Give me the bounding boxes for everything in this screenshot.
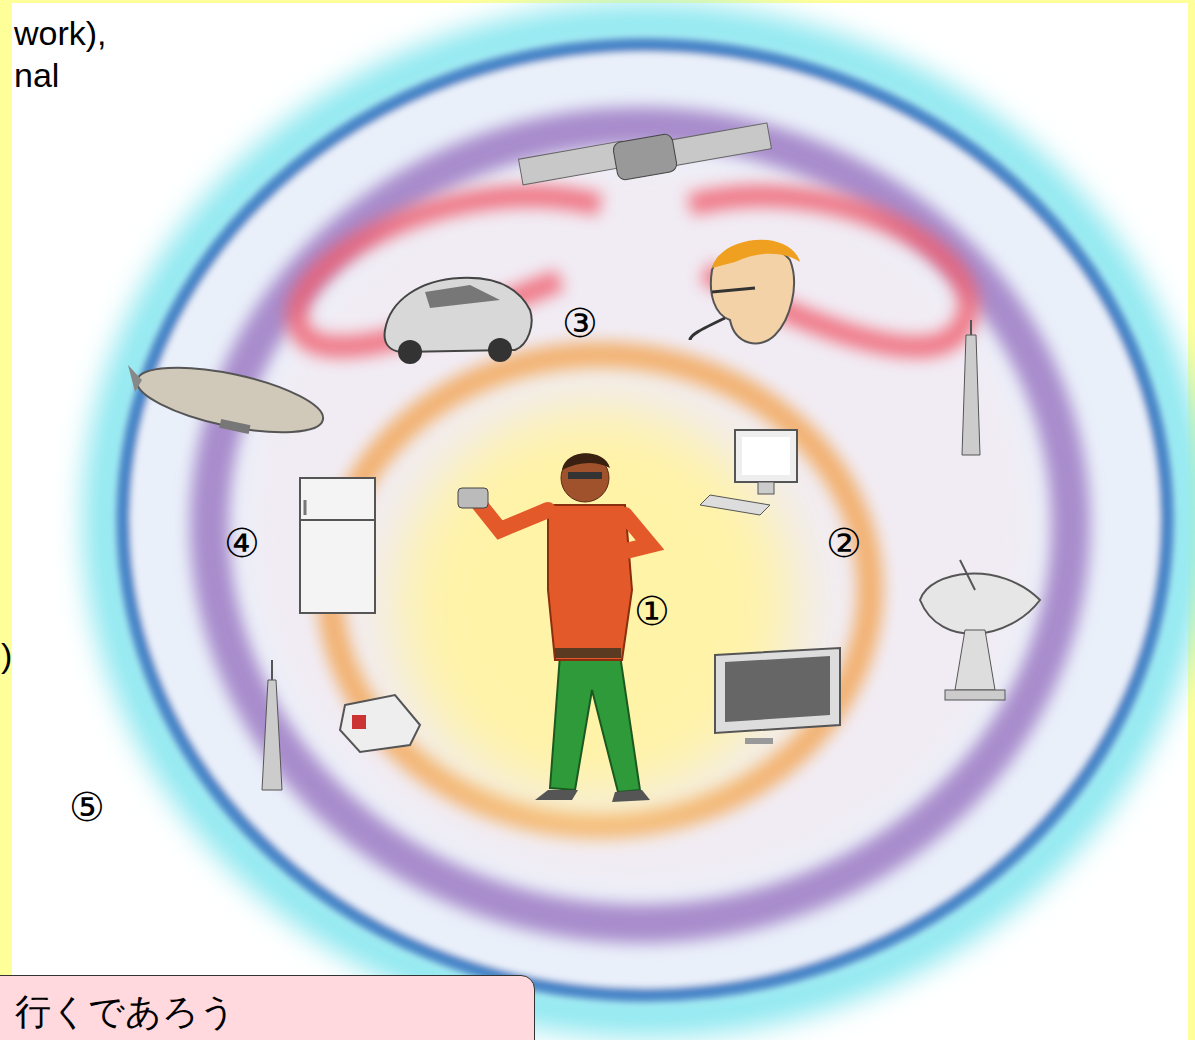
antenna <box>962 320 980 455</box>
satellite <box>519 123 772 185</box>
person-head <box>690 240 800 344</box>
computer <box>700 430 797 515</box>
refrigerator <box>300 478 375 613</box>
dish-antenna <box>920 560 1040 700</box>
callout-number: ② <box>826 520 862 566</box>
callout-number: ⑤ <box>69 784 105 830</box>
note-text: 行くであろう <box>15 990 534 1033</box>
cut-text: ) <box>1 636 12 675</box>
cut-text: nal <box>14 56 59 95</box>
airship <box>128 355 328 445</box>
car <box>385 278 532 364</box>
callout-number: ④ <box>224 520 260 566</box>
callout-number: ③ <box>562 300 598 346</box>
left-antenna <box>262 660 282 790</box>
rings <box>105 25 1185 1015</box>
callout-number: ① <box>634 588 670 634</box>
note-box: 行くであろう <box>0 975 535 1040</box>
toaster <box>340 695 420 752</box>
cut-text: work), <box>14 14 107 53</box>
television <box>715 648 840 744</box>
man <box>458 453 650 802</box>
